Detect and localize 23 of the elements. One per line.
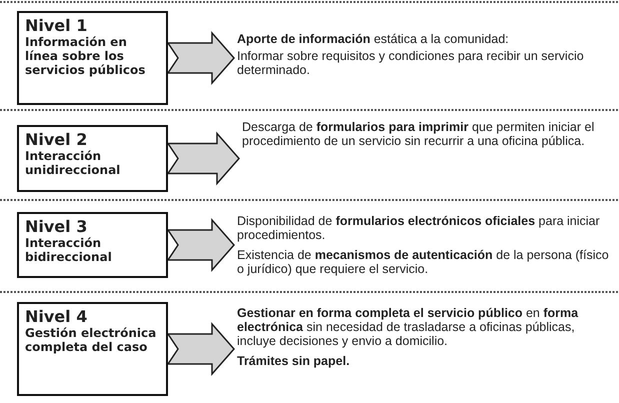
block-arrow	[166, 132, 240, 186]
block-arrow	[166, 322, 235, 376]
description-text: Informar sobre requisitos y condiciones para recibir un servicio determinado.	[237, 49, 585, 77]
level-description: Gestión electrónica completa del caso	[25, 326, 158, 354]
level-description: Interacción bidireccional	[25, 236, 113, 264]
block-arrow	[166, 218, 235, 272]
description-text: Trámites sin papel.	[237, 354, 351, 368]
level-description: Información en línea sobre los servicios públicos	[25, 35, 146, 77]
description-text: Aporte de información estática a la comunidad:	[237, 32, 510, 46]
description-text: Disponibilidad de formularios electrónicos oficiales para iniciar procedimientos.	[237, 214, 601, 242]
description-text: Gestionar en forma completa el servicio público en forma electrónica sin necesidad de trasladarse a oficinas públicas, incluye decisiones y envio a domicilio.	[237, 306, 580, 348]
level-title: Nivel 4	[25, 307, 88, 326]
description-text: Descarga de formularios para imprimir que permiten iniciar el procedimiento de un servicio sin recurrir a una oficina pública.	[242, 120, 596, 148]
description-text: Existencia de mecanismos de autenticación de la persona (físico o jurídico) que requiere el servicio.	[237, 248, 610, 276]
level-box	[17, 11, 168, 105]
level-box	[17, 212, 168, 278]
level-box	[17, 302, 168, 396]
level-title: Nivel 1	[25, 16, 88, 35]
level-box	[17, 125, 168, 192]
level-description: Interacción unidireccional	[25, 149, 122, 177]
level-title: Nivel 2	[25, 130, 88, 149]
block-arrow	[166, 31, 235, 85]
level-title: Nivel 3	[25, 217, 88, 236]
